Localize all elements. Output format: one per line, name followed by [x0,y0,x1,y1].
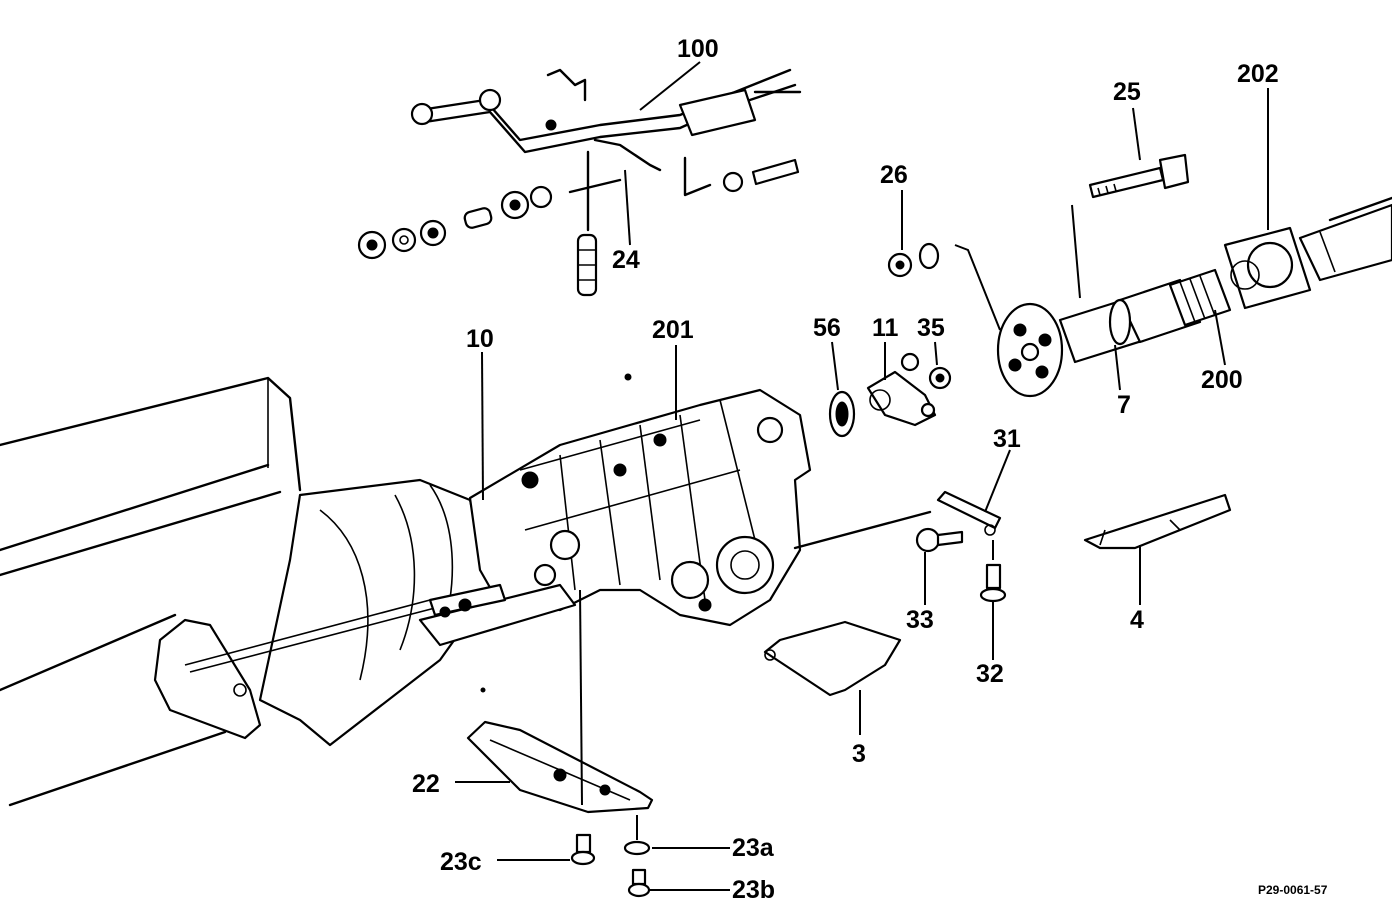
engine-block-outline [0,376,302,807]
label-201: 201 [652,316,694,344]
bracket-3 [763,620,902,697]
propeller-shaft-icon [1058,196,1392,364]
label-3: 3 [852,740,866,768]
label-7: 7 [1117,391,1131,419]
mount-leader [579,589,583,806]
label-24: 24 [612,246,640,274]
label-22: 22 [412,770,440,798]
label-23a: 23a [732,834,775,862]
label-100: 100 [677,35,719,63]
center-flange [866,352,937,427]
flex-disc-joint [996,302,1064,398]
label-32: 32 [976,660,1004,688]
dot-mark [480,687,486,693]
label-11: 11 [872,314,899,342]
exhaust-pipe-assembly [410,68,802,197]
label-10: 10 [466,325,494,353]
nut-washer-26 [887,242,1001,331]
label-31: 31 [993,425,1021,453]
bracket-31 [936,490,1002,536]
nut-35 [928,366,952,390]
leader-lines [455,61,1269,891]
label-4: 4 [1130,606,1144,634]
figure-code: P29-0061-57 [1258,883,1328,897]
bolt-32 [979,540,1007,603]
label-23b: 23b [732,876,775,904]
transmission-assembly-icon [418,388,932,647]
label-25: 25 [1113,78,1141,106]
label-33: 33 [906,606,934,634]
label-56: 56 [813,314,841,342]
label-200: 200 [1201,366,1243,394]
bolt-23b [627,868,651,898]
bolt-33 [915,527,964,553]
crossmember-22 [466,720,654,814]
label-202: 202 [1237,60,1279,88]
label-23c: 23c [440,848,482,876]
bolt-23c [570,833,596,866]
bolt-25 [1071,153,1190,299]
bracket-4 [1083,493,1232,550]
dot-mark [624,373,632,381]
exhaust-hardware [357,150,622,297]
label-35: 35 [917,314,945,342]
label-26: 26 [880,161,908,189]
washer-23a [623,815,651,856]
seal-ring [828,390,856,438]
